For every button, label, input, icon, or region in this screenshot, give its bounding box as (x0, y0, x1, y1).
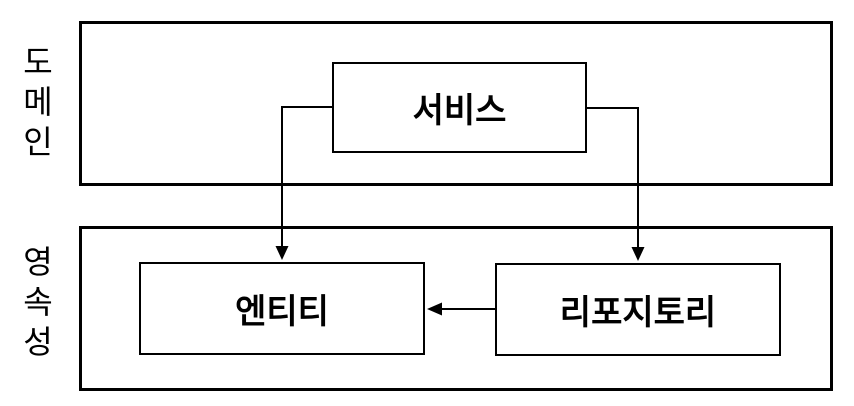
node-entity: 엔티티 (139, 262, 425, 355)
node-repository: 리포지토리 (495, 263, 781, 356)
lane-label-persistence: 영속성 (23, 244, 53, 360)
lane-label-domain: 도메인 (23, 44, 53, 160)
node-service: 서비스 (332, 62, 587, 153)
